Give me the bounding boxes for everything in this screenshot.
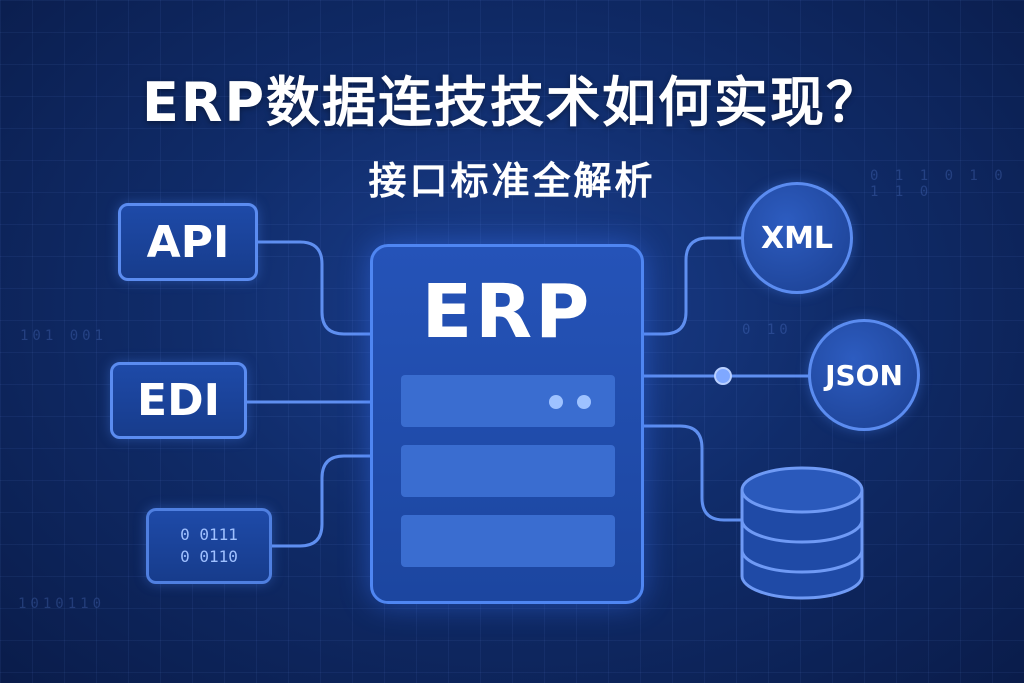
binary-line-2: 0 0110 — [180, 547, 238, 566]
erp-server: ERP — [370, 244, 644, 604]
database-icon — [740, 466, 864, 600]
decorative-bits-right-1: 0 1 1 0 1 0 1 1 0 — [870, 168, 1007, 200]
page-title: ERP数据连技技术如何实现？ — [141, 71, 883, 134]
binary-data-node: 0 0111 0 0110 — [146, 508, 272, 584]
link-binary-erp — [270, 454, 372, 548]
json-node: JSON — [808, 319, 920, 431]
erp-server-label: ERP — [421, 269, 593, 355]
connector-dot-icon — [714, 367, 732, 385]
decorative-bits-left-2: 1010110 — [18, 596, 106, 612]
server-slot-1 — [401, 375, 615, 427]
decorative-bits-right-2: 0 10 — [742, 322, 792, 338]
edi-node: EDI — [110, 362, 247, 439]
server-slot-2 — [401, 445, 615, 497]
xml-node: XML — [741, 182, 853, 294]
decorative-bits-left-1: 101 001 — [20, 328, 108, 344]
link-erp-database — [642, 424, 744, 522]
page-subtitle: 接口标准全解析 — [368, 159, 656, 203]
api-node: API — [118, 203, 258, 281]
status-led-icon — [549, 395, 563, 409]
link-erp-xml — [642, 236, 743, 336]
status-led-icon — [577, 395, 591, 409]
binary-line-1: 0 0111 — [180, 525, 238, 544]
link-api-erp — [256, 240, 372, 336]
server-slot-3 — [401, 515, 615, 567]
